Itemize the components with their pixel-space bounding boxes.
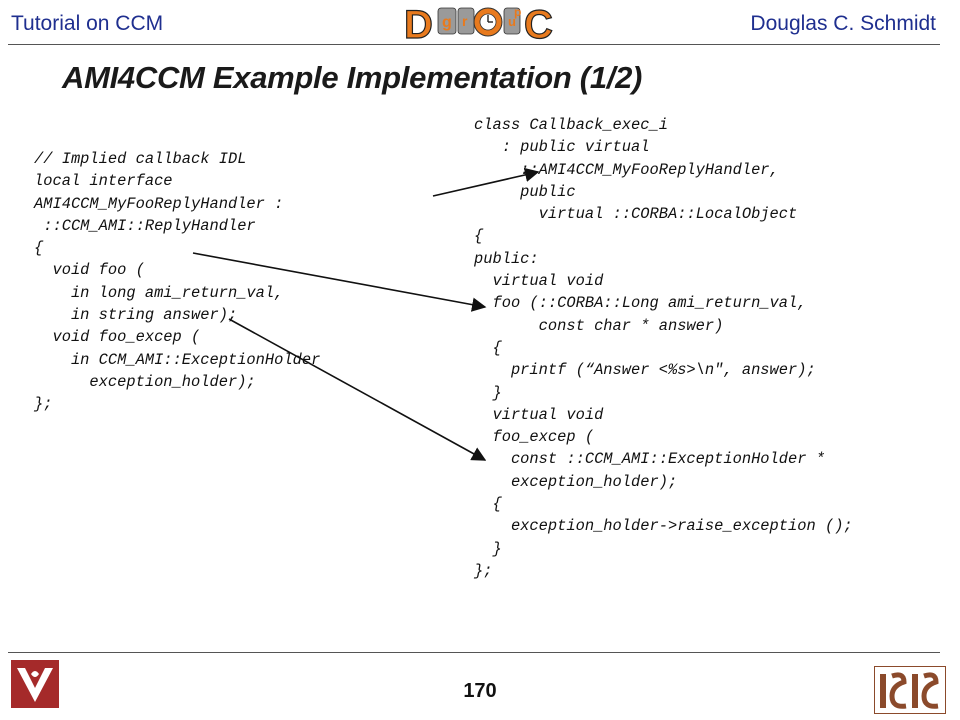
- code-line: ::CCM_AMI::ReplyHandler: [34, 216, 256, 235]
- logo-letter-p: p: [514, 5, 521, 19]
- code-line: ::AMI4CCM_MyFooReplyHandler,: [474, 160, 779, 179]
- code-line: {: [34, 239, 44, 258]
- code-line: }: [474, 383, 502, 402]
- slide-title: AMI4CCM Example Implementation (1/2): [62, 60, 643, 95]
- code-line: const ::CCM_AMI::ExceptionHolder *: [474, 450, 825, 469]
- header-divider: [8, 44, 940, 45]
- code-line: {: [474, 495, 502, 514]
- code-line: local interface: [34, 172, 173, 191]
- code-line: virtual ::CORBA::LocalObject: [474, 205, 798, 224]
- footer-divider: [8, 652, 940, 653]
- code-line: virtual void: [474, 272, 604, 291]
- logo-letter-o: o: [402, 2, 403, 3]
- code-line: void foo_excep (: [34, 328, 201, 347]
- code-line: };: [474, 561, 493, 580]
- doc-group-logo: D g r o u p C: [402, 2, 553, 44]
- code-line: };: [34, 395, 53, 414]
- logo-letter-g: g: [442, 14, 452, 31]
- logo-letter-r: r: [462, 13, 468, 29]
- code-line: in CCM_AMI::ExceptionHolder: [34, 350, 321, 369]
- code-line: in long ami_return_val,: [34, 283, 284, 302]
- idl-code-block: // Implied callback IDL local interface …: [34, 148, 320, 416]
- code-line: }: [474, 539, 502, 558]
- logo-letter-d: D: [404, 3, 433, 44]
- code-line: exception_holder);: [34, 372, 256, 391]
- code-line: void foo (: [34, 261, 145, 280]
- code-line: virtual void: [474, 405, 604, 424]
- code-line: const char * answer): [474, 316, 724, 335]
- code-line: class Callback_exec_i: [474, 116, 668, 134]
- code-line: printf (“Answer <%s>\n", answer);: [474, 361, 816, 380]
- logo-letter-c: C: [524, 3, 553, 44]
- code-line: {: [474, 338, 502, 357]
- code-line: public: [474, 182, 576, 201]
- code-line: // Implied callback IDL: [34, 150, 247, 168]
- code-line: exception_holder);: [474, 472, 678, 491]
- code-line: public:: [474, 249, 539, 268]
- header-right-text: Douglas C. Schmidt: [750, 12, 936, 35]
- code-line: exception_holder->raise_exception ();: [474, 517, 853, 536]
- code-line: {: [474, 227, 484, 246]
- code-line: foo_excep (: [474, 428, 595, 447]
- logo-letter-u: u: [508, 14, 516, 29]
- isis-logo: [874, 666, 946, 714]
- code-line: : public virtual: [474, 138, 650, 157]
- header-left-text: Tutorial on CCM: [11, 12, 164, 35]
- code-line: in string answer);: [34, 306, 238, 325]
- vanderbilt-logo: [11, 660, 59, 708]
- page-number: 170: [463, 680, 497, 702]
- code-line: AMI4CCM_MyFooReplyHandler :: [34, 194, 284, 213]
- code-line: foo (::CORBA::Long ami_return_val,: [474, 294, 807, 313]
- cpp-code-block: class Callback_exec_i : public virtual :…: [474, 114, 853, 582]
